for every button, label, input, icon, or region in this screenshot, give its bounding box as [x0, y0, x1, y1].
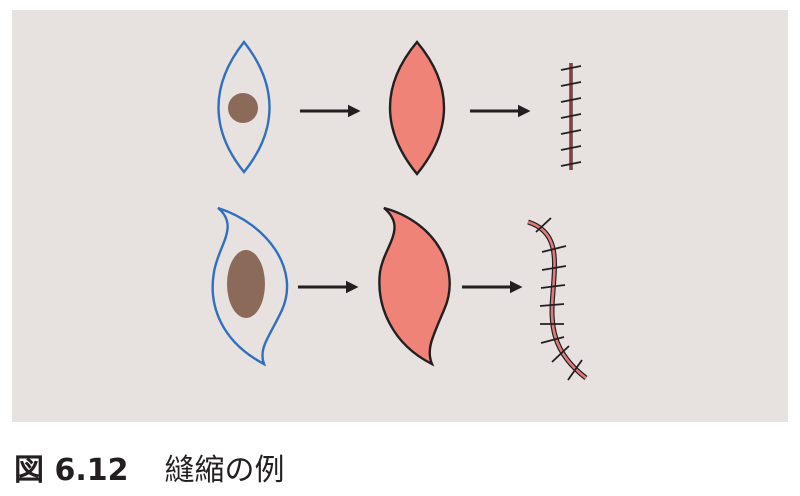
row-curved-excision	[211, 206, 588, 381]
figure-title: 縫縮の例	[164, 453, 285, 488]
lesion-small	[228, 93, 258, 123]
suture-stitches-curved	[535, 217, 583, 381]
suture-line-curved	[527, 217, 588, 381]
excision-outline-s-shape	[211, 206, 289, 367]
suture-line-straight	[560, 63, 582, 170]
suture-stitches	[560, 65, 582, 167]
row-simple-excision	[217, 40, 582, 176]
figure-number: 図 6.12	[14, 453, 129, 488]
wound-s-shape	[378, 206, 451, 367]
lesion-large	[227, 250, 265, 318]
excision-outline-spindle	[217, 40, 271, 174]
figure-caption: 図 6.12 縫縮の例	[14, 447, 285, 488]
wound-spindle	[388, 40, 446, 176]
